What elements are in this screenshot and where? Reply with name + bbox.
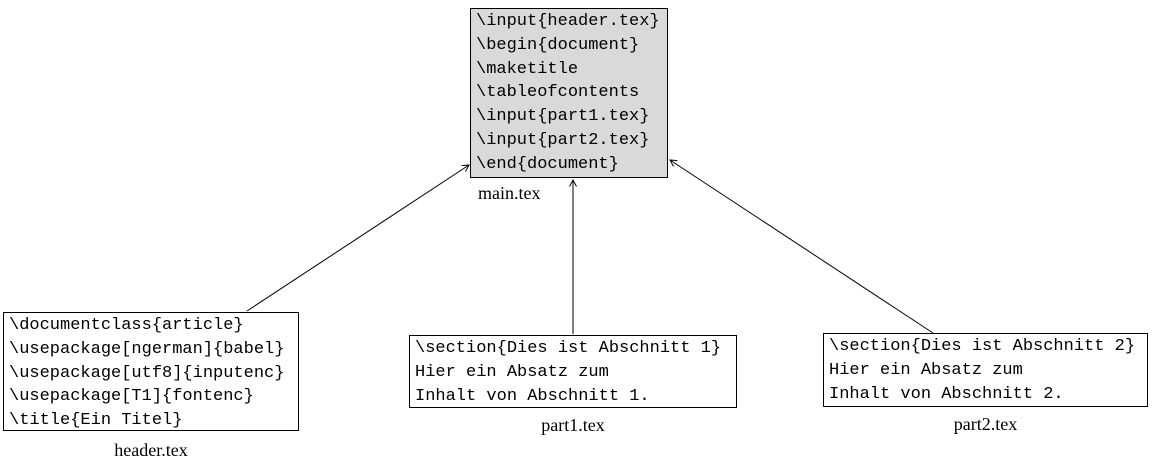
file-box-header-tex: \documentclass{article} \usepackage[nger… xyxy=(3,312,299,431)
file-box-part2-tex: \section{Dies ist Abschnitt 2} Hier ein … xyxy=(823,333,1148,407)
code-line: \section{Dies ist Abschnitt 2} xyxy=(829,337,1136,356)
file-label-part1-tex: part1.tex xyxy=(541,415,605,435)
code-line: \maketitle xyxy=(476,59,579,79)
code-line: \usepackage[ngerman]{babel} xyxy=(9,339,285,359)
code-line: Hier ein Absatz zum xyxy=(415,362,609,382)
code-line: \input{header.tex} xyxy=(476,12,660,31)
code-line: \section{Dies ist Abschnitt 1} xyxy=(415,339,722,358)
file-label-main-tex: main.tex xyxy=(478,183,541,203)
edge-part2-to-main xyxy=(669,159,934,334)
code-line: \usepackage[utf8]{inputenc} xyxy=(9,363,285,383)
code-line: \input{part1.tex} xyxy=(476,107,650,127)
code-line: \usepackage[T1]{fontenc} xyxy=(9,387,254,407)
file-box-main-tex: \input{header.tex} \begin{document} \mak… xyxy=(470,8,668,178)
code-line: \title{Ein Titel} xyxy=(9,411,183,431)
file-box-part1-tex: \section{Dies ist Abschnitt 1} Hier ein … xyxy=(409,335,737,408)
code-line: Inhalt von Abschnitt 2. xyxy=(829,384,1064,404)
edge-header-to-main xyxy=(246,164,470,312)
code-line: Hier ein Absatz zum xyxy=(829,360,1023,380)
code-line: \tableofcontents xyxy=(476,83,640,103)
code-line: Inhalt von Abschnitt 1. xyxy=(415,386,650,406)
code-line: \end{document} xyxy=(476,154,619,174)
file-label-header-tex: header.tex xyxy=(114,440,188,460)
file-label-part2-tex: part2.tex xyxy=(953,414,1018,434)
code-line: \begin{document} xyxy=(476,35,640,55)
code-line: \input{part2.tex} xyxy=(476,130,650,150)
code-line: \documentclass{article} xyxy=(9,316,244,335)
